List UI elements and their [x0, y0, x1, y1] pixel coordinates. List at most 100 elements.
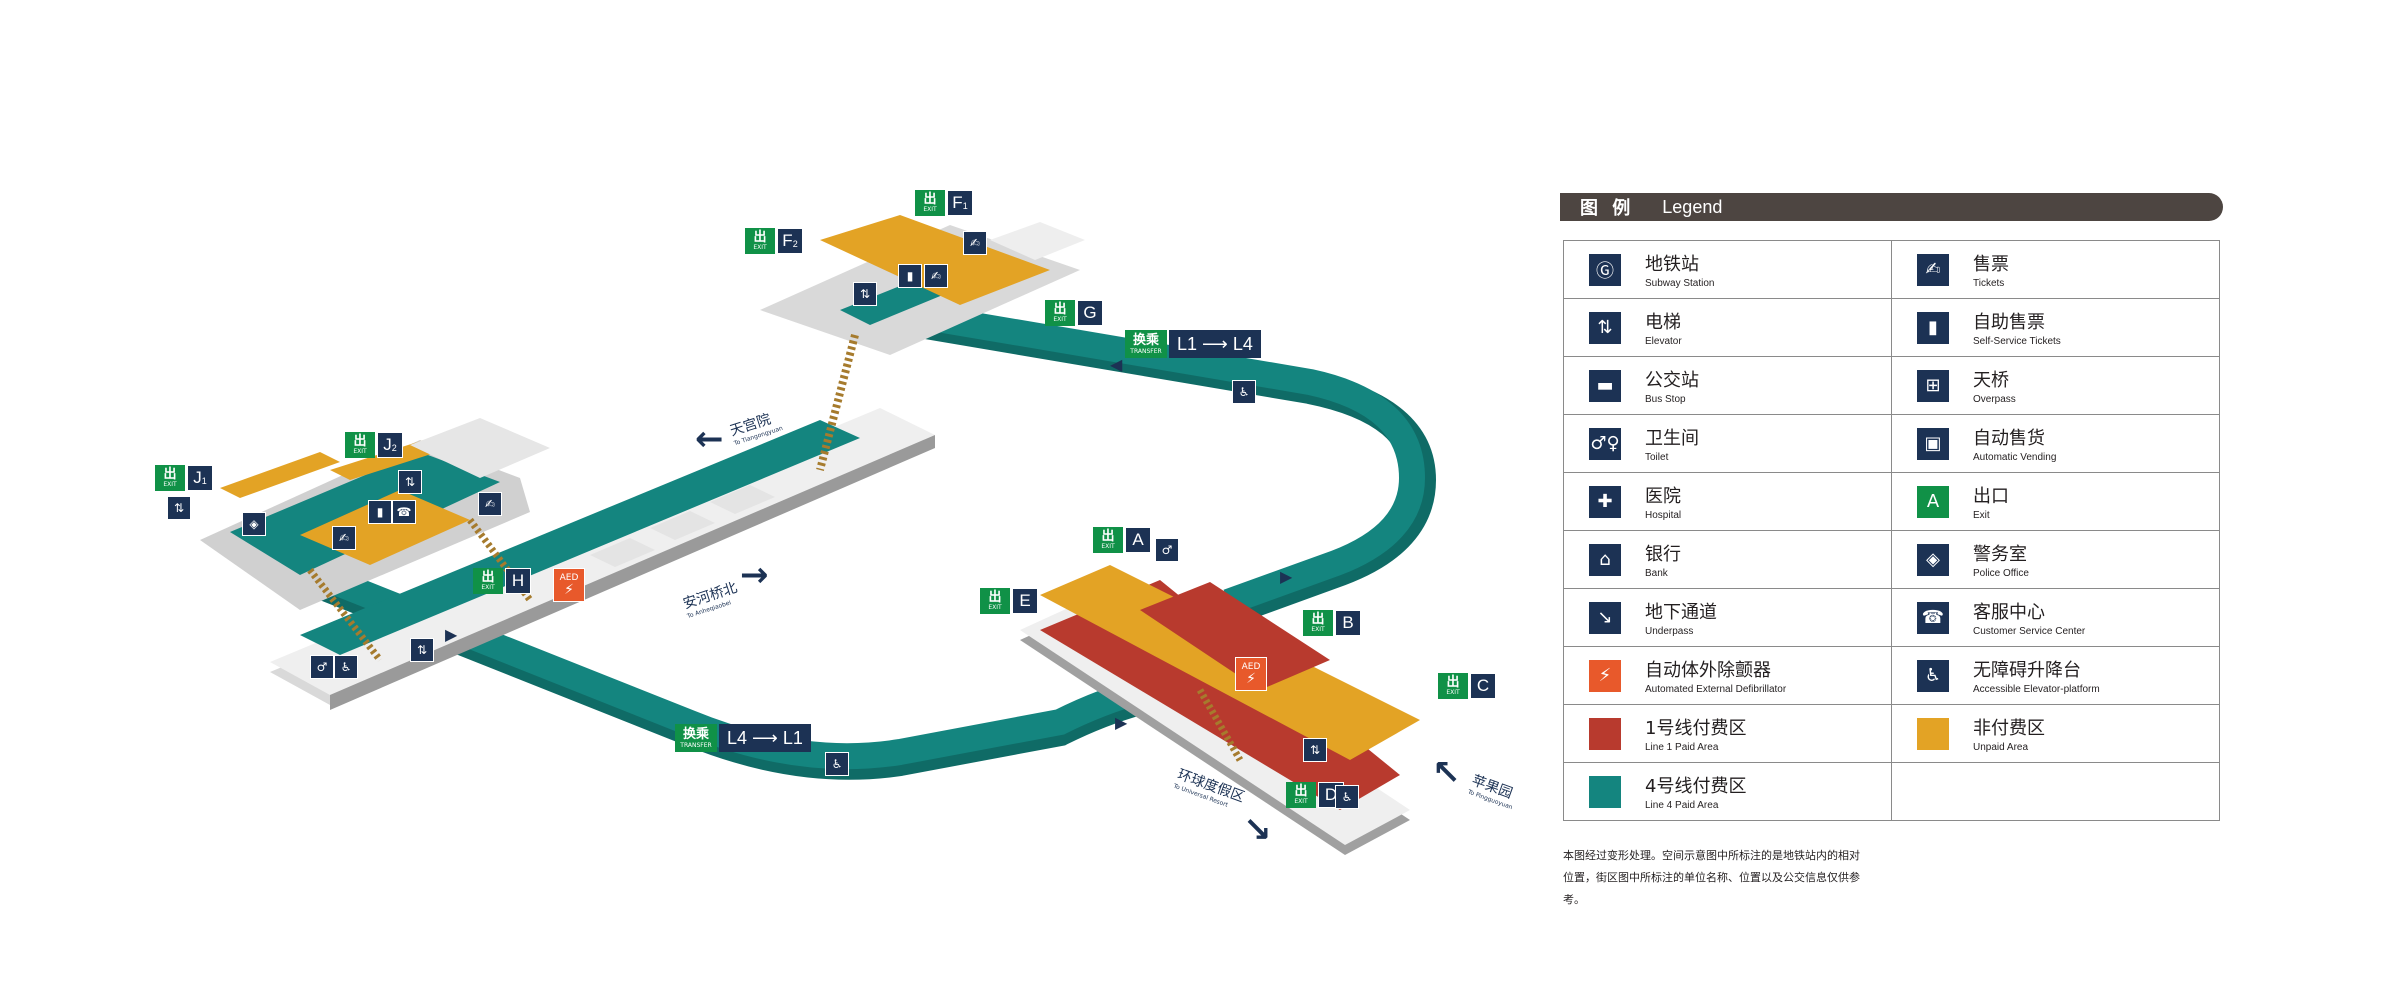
- elevator-icon: ⇅: [1303, 738, 1327, 762]
- self-service-tickets-icon: ▮: [1917, 311, 1949, 344]
- legend-label-zh: 警务室: [1973, 544, 2027, 565]
- elevator-icon: ⇅: [167, 496, 191, 520]
- accessible-platform-icon: ♿: [1232, 380, 1256, 404]
- legend-item: ▬ 公交站 Bus Stop: [1563, 356, 1892, 415]
- north-gray-block: [990, 222, 1085, 260]
- transfer-route-label: L1 ⟶ L4: [1169, 330, 1261, 358]
- legend-label-zh: 4号线付费区: [1645, 776, 1747, 797]
- underpass-icon: ↘: [1589, 601, 1621, 634]
- exit-icon: A: [1917, 485, 1949, 518]
- legend-label-zh: 1号线付费区: [1645, 718, 1747, 739]
- tickets-icon: ✍: [478, 492, 502, 516]
- customer-service-icon: ☎: [1917, 601, 1949, 634]
- aed-icon: AED⚡: [1235, 657, 1267, 691]
- line4-transfer-corridor-north-top: [917, 303, 1426, 615]
- direction-arrow-right-icon: →: [740, 555, 769, 595]
- legend-label-en: Toilet: [1645, 452, 1669, 463]
- west-gray-block: [410, 418, 550, 478]
- toilet-icon: ♂: [310, 655, 334, 679]
- legend-label-en: Bank: [1645, 568, 1668, 579]
- direction-arrow-down-right-icon: ↘: [1243, 810, 1272, 850]
- legend-title-en: Legend: [1662, 196, 1723, 217]
- line4-platform-side: [330, 435, 935, 710]
- self-service-tickets-icon: ▮: [898, 264, 922, 288]
- legend-row: ⇅ 电梯 Elevator ▮ 自助售票 Self-Service Tickets: [1563, 298, 2220, 357]
- accessible-toilet-icon: ♿: [334, 655, 358, 679]
- stair-north: [816, 333, 859, 472]
- overpass-icon: ⊞: [1917, 369, 1949, 402]
- legend-label-zh: 客服中心: [1973, 602, 2045, 623]
- tickets-icon: ✍: [332, 526, 356, 550]
- disclaimer-note: 本图经过变形处理。空间示意图中所标注的是地铁站内的相对位置，街区图中所标注的单位…: [1563, 849, 1860, 906]
- legend-label-en: Bus Stop: [1645, 394, 1686, 405]
- line4-platform-gray-block-3: [710, 485, 775, 514]
- legend-label-zh: 公交站: [1645, 370, 1699, 391]
- stair-west-2: [467, 517, 533, 603]
- legend-header: 图 例 Legend: [1560, 193, 2223, 221]
- legend-label-en: Elevator: [1645, 336, 1682, 347]
- legend-label-en: Automatic Vending: [1973, 452, 2057, 463]
- tickets-icon: ✍: [924, 264, 948, 288]
- flow-arrow-west: ▶: [445, 625, 458, 644]
- legend-label-en: Automated External Defibrillator: [1645, 684, 1787, 695]
- toilet-icon: ♂♀: [1589, 427, 1621, 460]
- accessible-platform-icon: ♿: [825, 752, 849, 776]
- legend-title-zh: 图 例: [1580, 198, 1635, 219]
- police-office-icon: ◈: [1917, 543, 1949, 576]
- tickets-icon: ✍: [1917, 253, 1949, 286]
- legend-label-en: Hospital: [1645, 510, 1682, 521]
- north-concourse-teal: [840, 278, 950, 325]
- stair-east: [1196, 688, 1244, 762]
- transfer-route-label: L4 ⟶ L1: [719, 724, 811, 752]
- legend-label-zh: 出口: [1973, 486, 2009, 507]
- legend-label-en: Self-Service Tickets: [1973, 336, 2061, 347]
- legend-item: 4号线付费区 Line 4 Paid Area: [1563, 762, 1892, 821]
- elevator-icon: ⇅: [853, 282, 877, 306]
- legend-label-zh: 自助售票: [1973, 312, 2045, 333]
- line4-platform-gray-block-1: [590, 538, 655, 567]
- legend-item: ▮ 自助售票 Self-Service Tickets: [1891, 298, 2220, 357]
- legend-empty-cell: [1891, 762, 2220, 821]
- elevator-icon: ⇅: [1589, 311, 1621, 344]
- self-service-tickets-icon: ▮: [368, 500, 392, 524]
- legend-label-en: Subway Station: [1645, 278, 1715, 289]
- legend-label-zh: 银行: [1645, 544, 1681, 565]
- line1-paid-center: [1140, 582, 1330, 690]
- color-swatch: [1917, 717, 1949, 750]
- legend-row: 4号线付费区 Line 4 Paid Area: [1563, 762, 2220, 821]
- legend-label-en: Unpaid Area: [1973, 742, 2029, 753]
- tickets-icon: ✍: [963, 231, 987, 255]
- elevator-icon: ⇅: [398, 470, 422, 494]
- bus-stop-icon: ▬: [1589, 369, 1621, 402]
- legend-label-zh: 电梯: [1645, 312, 1681, 333]
- color-swatch: [1589, 717, 1621, 750]
- legend-label-en: Line 4 Paid Area: [1645, 800, 1719, 811]
- customer-service-icon: ☎: [392, 500, 416, 524]
